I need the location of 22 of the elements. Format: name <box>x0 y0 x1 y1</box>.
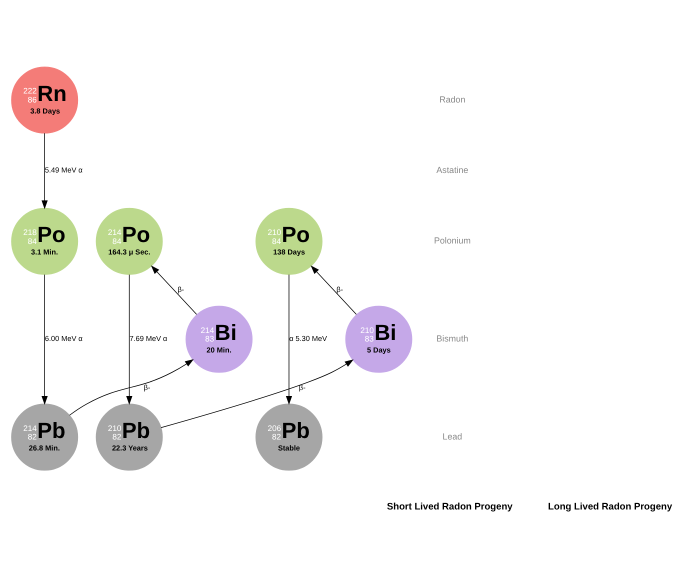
arrow <box>126 274 132 405</box>
edge-label: 7.69 MeV α <box>130 334 168 344</box>
label: Long Lived Radon Progeny <box>548 502 672 513</box>
label: Polonium <box>434 236 471 246</box>
edge-label: α 5.30 MeV <box>289 334 328 344</box>
arrow <box>310 265 357 315</box>
arrow <box>160 359 354 428</box>
label: Bismuth <box>436 334 468 344</box>
arrow <box>69 359 194 416</box>
edge-label: β- <box>177 285 184 294</box>
label: Lead <box>442 431 462 442</box>
arrow <box>42 274 48 405</box>
edge-label: β- <box>336 285 344 294</box>
arrow <box>42 132 48 210</box>
arrow <box>286 274 292 405</box>
label: Astatine <box>436 165 468 175</box>
edge-label: 6.00 MeV α <box>44 334 83 344</box>
edge-label: 5.49 MeV α <box>44 166 83 175</box>
edge-label: β- <box>144 383 150 392</box>
label: Radon <box>439 94 466 104</box>
arrow <box>150 265 197 315</box>
label: Short Lived Radon Progeny <box>386 502 513 513</box>
